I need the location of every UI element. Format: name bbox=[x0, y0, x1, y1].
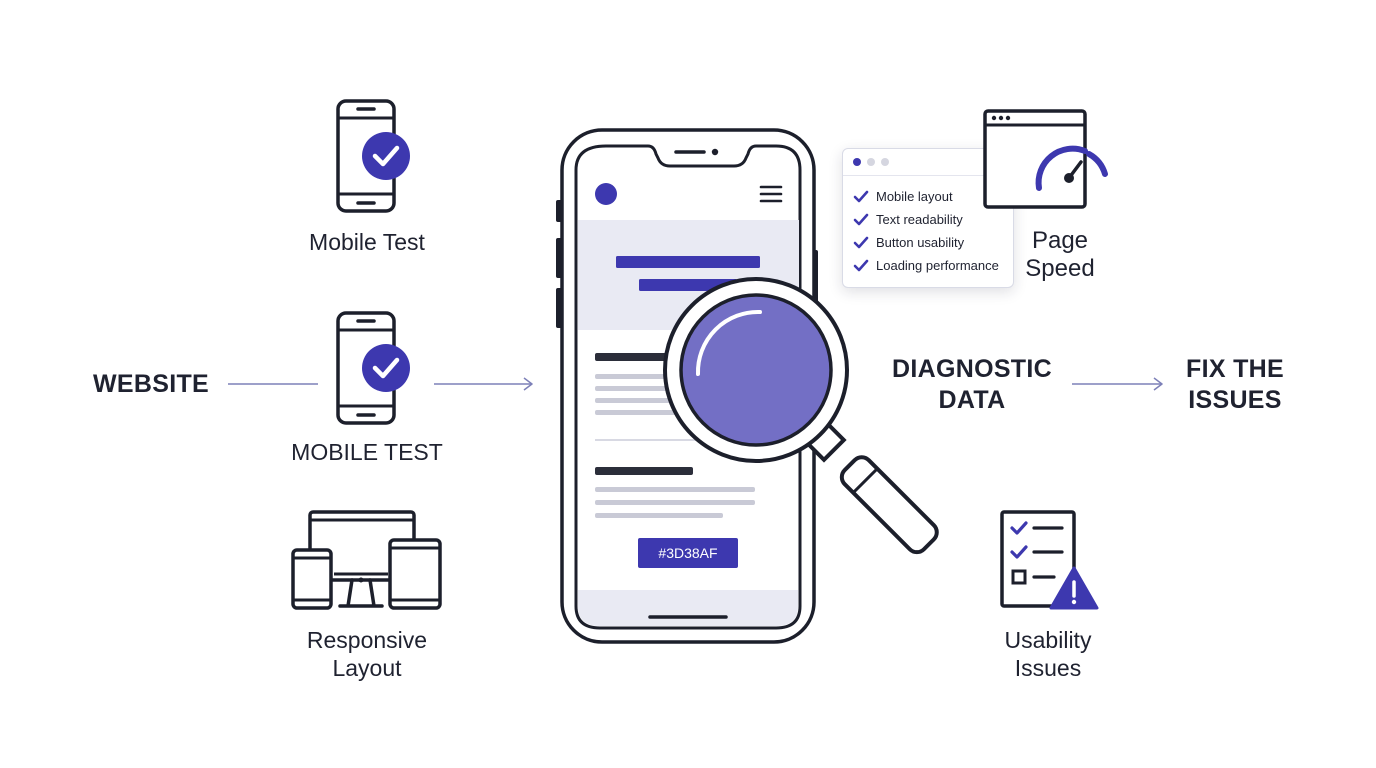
checklist-item-label: Loading performance bbox=[876, 258, 999, 273]
checklist-warning-icon bbox=[1000, 510, 1099, 610]
website-label: WEBSITE bbox=[93, 370, 209, 398]
checklist-item: Loading performance bbox=[853, 254, 999, 277]
diagnostic-checklist-card: Mobile layout Text readability Button us… bbox=[842, 148, 1014, 288]
usability-issues-label: Usability Issues bbox=[978, 626, 1118, 682]
responsive-devices-icon bbox=[291, 510, 442, 610]
checklist-item: Text readability bbox=[853, 208, 999, 231]
checklist-item-label: Mobile layout bbox=[876, 189, 953, 204]
magnifying-glass-icon bbox=[663, 277, 939, 555]
flow-connector bbox=[228, 383, 318, 385]
responsive-layout-label: Responsive Layout bbox=[277, 626, 457, 682]
mobile-test-label: Mobile Test bbox=[309, 229, 425, 255]
fix-issues-label: FIX THE ISSUES bbox=[1160, 354, 1310, 416]
page-speed-line2: Speed bbox=[1025, 255, 1095, 282]
diagnostic-data-label: DIAGNOSTIC DATA bbox=[876, 354, 1068, 416]
checkmark-icon bbox=[853, 236, 869, 248]
phone-check-icon bbox=[336, 311, 410, 425]
checkmark-icon bbox=[853, 190, 869, 202]
checklist-item: Button usability bbox=[853, 231, 999, 254]
arrow-right-icon bbox=[1072, 377, 1163, 391]
fix-line1: FIX THE bbox=[1186, 355, 1284, 383]
checklist-item-label: Text readability bbox=[876, 212, 963, 227]
mobile-test-caps-label: MOBILE TEST bbox=[291, 439, 443, 465]
responsive-label-line2: Layout bbox=[332, 655, 402, 681]
color-hex-button[interactable]: #3D38AF bbox=[638, 538, 738, 568]
window-dots bbox=[853, 158, 889, 166]
checklist-item-label: Button usability bbox=[876, 235, 965, 250]
checklist-item: Mobile layout bbox=[853, 185, 999, 208]
usability-line2: Issues bbox=[1014, 655, 1082, 681]
responsive-label-line1: Responsive bbox=[306, 627, 428, 653]
checklist: Mobile layout Text readability Button us… bbox=[853, 185, 999, 277]
diagnostic-line2: DATA bbox=[938, 386, 1006, 414]
fix-line2: ISSUES bbox=[1188, 386, 1282, 414]
checkmark-icon bbox=[853, 259, 869, 271]
usability-line1: Usability bbox=[1004, 627, 1092, 653]
speedometer-browser-icon bbox=[983, 109, 1108, 209]
page-speed-label: Page Speed bbox=[1010, 227, 1110, 283]
page-speed-line1: Page bbox=[1031, 227, 1089, 254]
checkmark-icon bbox=[853, 213, 869, 225]
phone-check-icon bbox=[336, 99, 410, 213]
arrow-right-icon bbox=[434, 377, 533, 391]
diagnostic-line1: DIAGNOSTIC bbox=[892, 355, 1052, 383]
card-divider bbox=[843, 175, 1013, 176]
